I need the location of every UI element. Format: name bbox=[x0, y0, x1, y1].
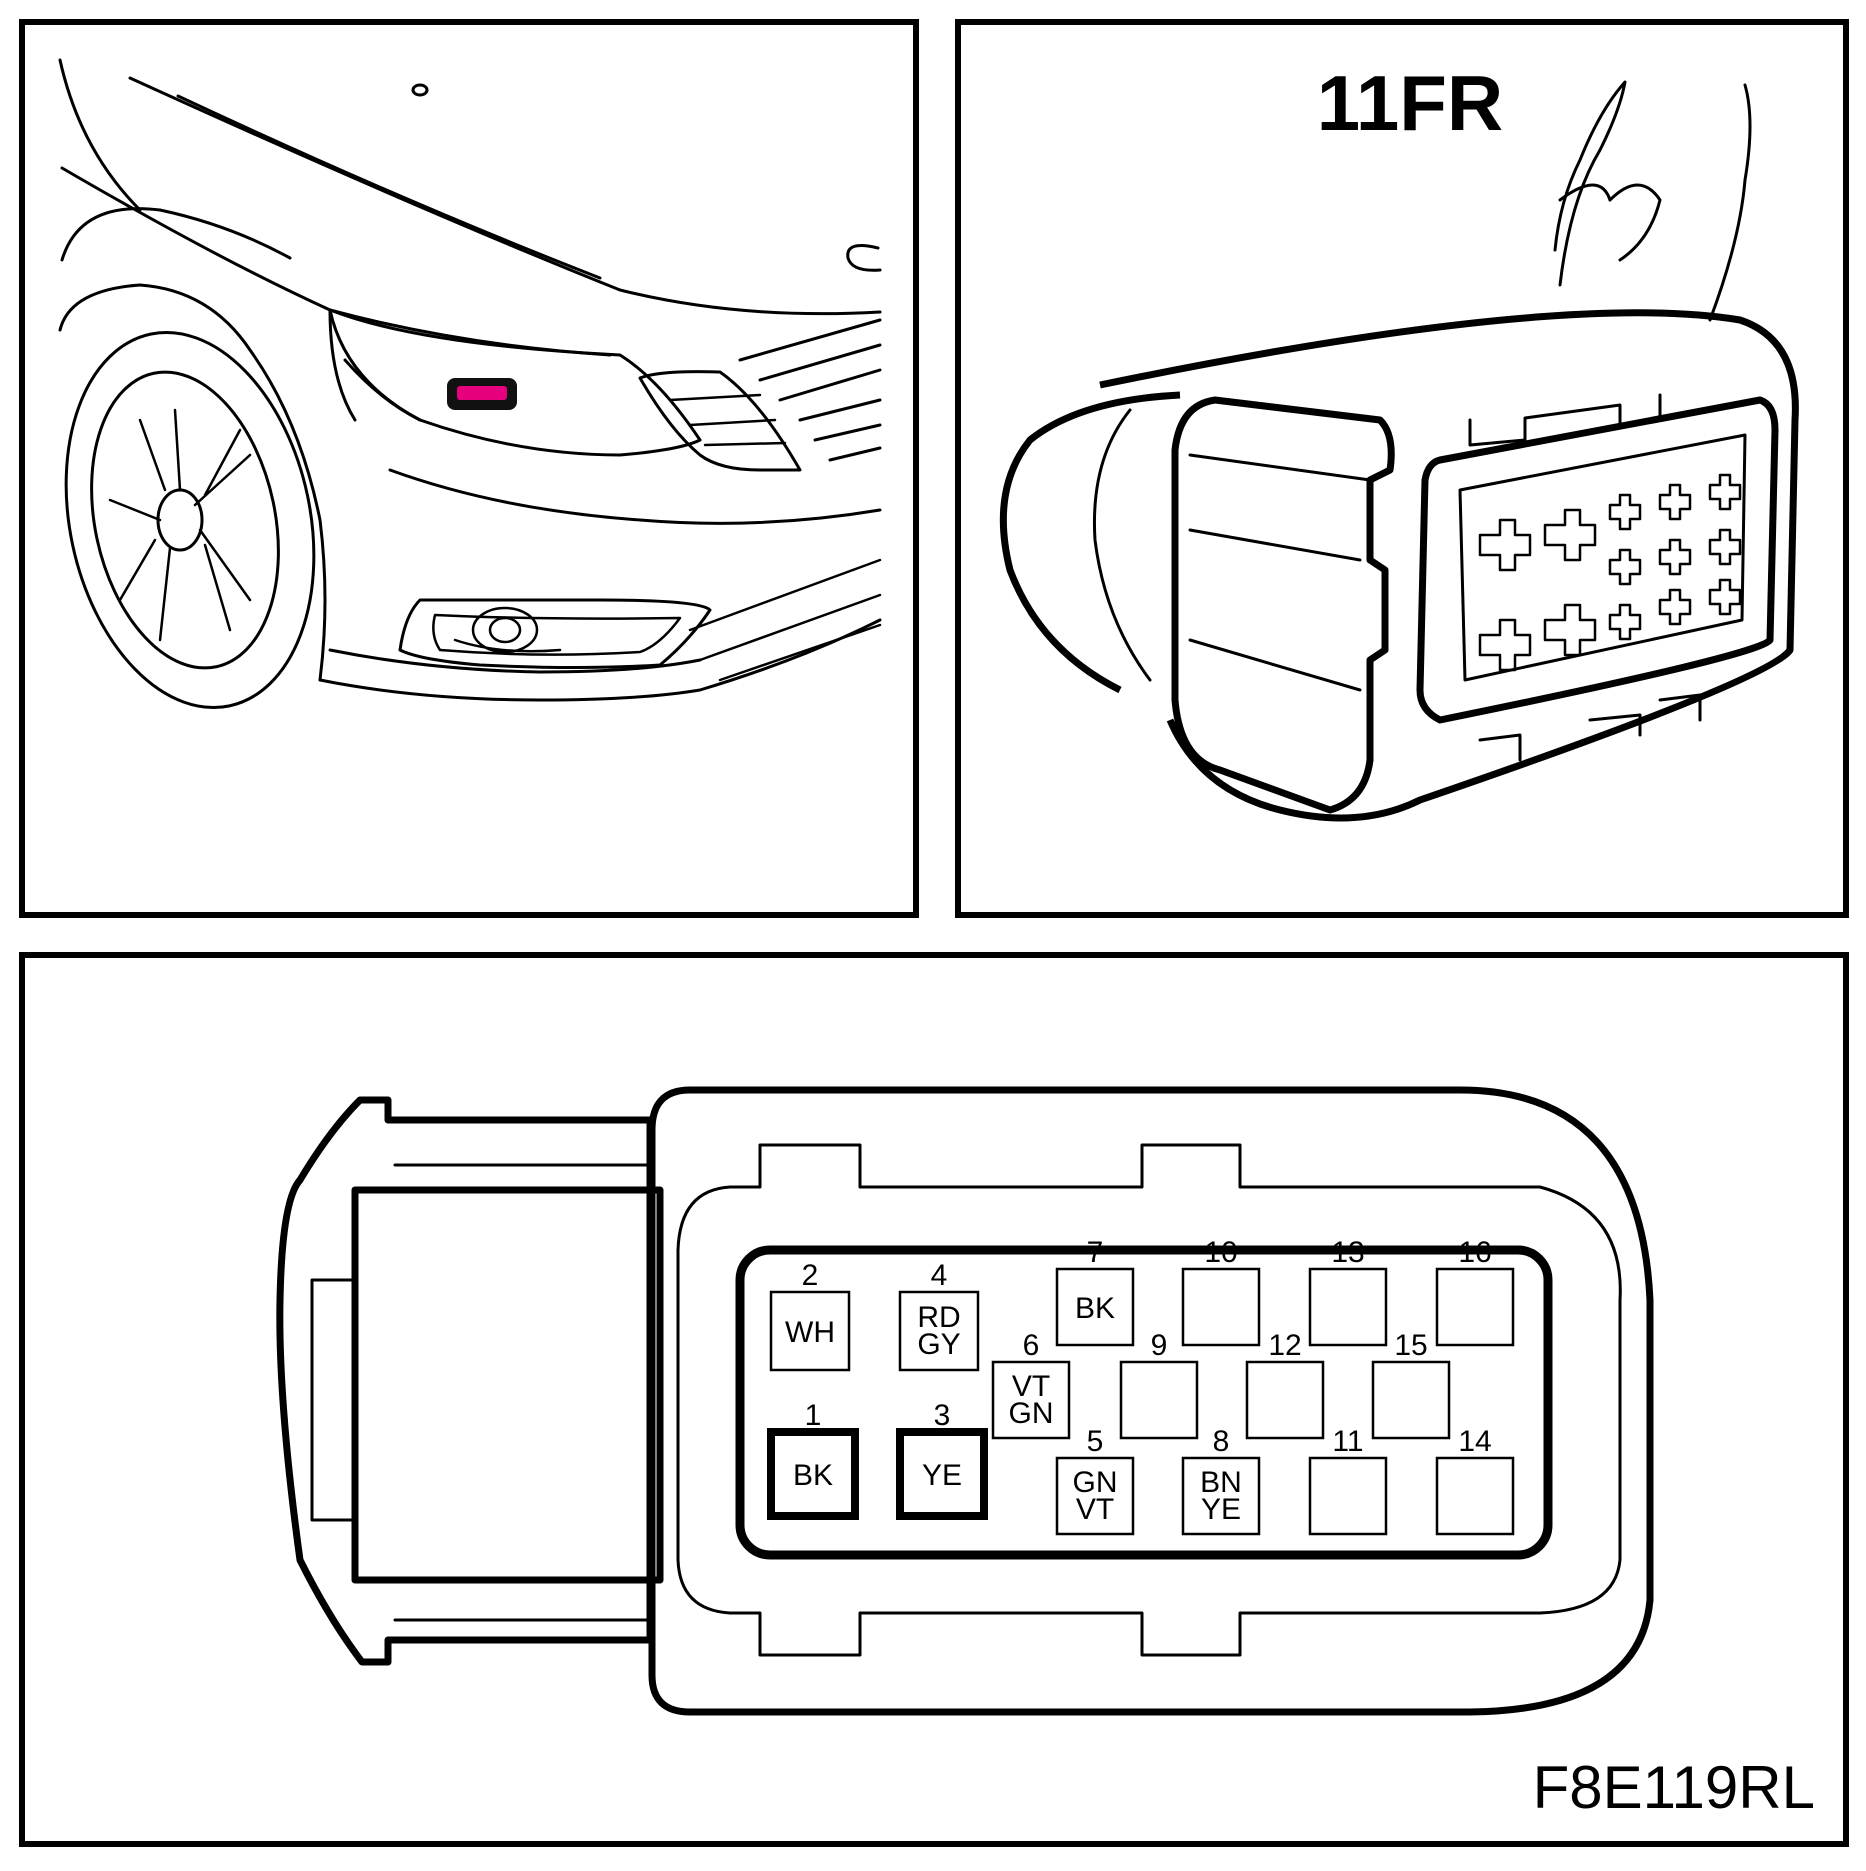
pin-7: 7BK bbox=[1055, 1236, 1135, 1347]
pin-cavity bbox=[1371, 1360, 1451, 1440]
cavity-cluster bbox=[1478, 473, 1742, 672]
pin-cavities: 1BK2WH3YE4RDGY5GNVT6VTGN7BK8BNYE91011121… bbox=[767, 1236, 1515, 1536]
pin-cavity bbox=[767, 1428, 859, 1520]
connector-collar bbox=[351, 1186, 664, 1584]
connector-rear-cap bbox=[276, 1096, 654, 1666]
pin-wire-color: RD bbox=[917, 1301, 960, 1334]
pin-10: 10 bbox=[1181, 1236, 1261, 1347]
pin-wire-color: YE bbox=[1201, 1493, 1241, 1526]
pin-number: 13 bbox=[1331, 1236, 1364, 1269]
pin-number: 2 bbox=[802, 1259, 819, 1292]
pin-number: 8 bbox=[1213, 1425, 1230, 1458]
pin-cavity bbox=[1055, 1456, 1135, 1536]
pin-wire-color: YE bbox=[922, 1459, 962, 1492]
pin-wire-color: VT bbox=[1012, 1370, 1050, 1403]
vehicle-illustration bbox=[58, 58, 882, 710]
pin-number: 12 bbox=[1268, 1329, 1301, 1362]
hand bbox=[1553, 80, 1627, 287]
pin-number: 9 bbox=[1151, 1329, 1168, 1362]
pin-cavity bbox=[1245, 1360, 1325, 1440]
pin-number: 1 bbox=[805, 1399, 822, 1432]
pin-cavity bbox=[898, 1290, 980, 1372]
connector-housing bbox=[648, 1086, 1654, 1716]
figure-code: F8E119RL bbox=[1533, 1754, 1815, 1821]
pin-12: 12 bbox=[1245, 1329, 1325, 1440]
pin-wire-color: WH bbox=[785, 1316, 835, 1349]
pin-wire-color: GY bbox=[917, 1328, 960, 1361]
pin-16: 16 bbox=[1435, 1236, 1515, 1347]
pin-wire-color: BK bbox=[793, 1459, 833, 1492]
panel-connector-view bbox=[955, 19, 1849, 918]
pin-number: 11 bbox=[1332, 1425, 1363, 1458]
pin-wire-color: BK bbox=[1075, 1292, 1115, 1325]
pin-number: 10 bbox=[1204, 1236, 1237, 1269]
pin-wire-color: VT bbox=[1076, 1493, 1114, 1526]
pin-wire-color: BN bbox=[1200, 1466, 1242, 1499]
pin-cavity bbox=[1308, 1267, 1388, 1347]
pin-9: 9 bbox=[1119, 1329, 1199, 1440]
connector-location-highlight bbox=[457, 386, 507, 400]
pin-1: 1BK bbox=[767, 1399, 859, 1520]
pin-number: 15 bbox=[1394, 1329, 1427, 1362]
pin-number: 7 bbox=[1087, 1236, 1104, 1269]
pin-wire-color: GN bbox=[1073, 1466, 1118, 1499]
connector-illustration: 11FR bbox=[999, 59, 1799, 822]
pin-2: 2WH bbox=[769, 1259, 851, 1372]
connector-label: 11FR bbox=[1317, 59, 1503, 147]
pin-cavity bbox=[1181, 1456, 1261, 1536]
pin-11: 11 bbox=[1308, 1425, 1388, 1536]
pin-number: 16 bbox=[1458, 1236, 1491, 1269]
pin-cavity bbox=[1181, 1267, 1261, 1347]
pin-cavity bbox=[1119, 1360, 1199, 1440]
pin-wire-color: GN bbox=[1009, 1397, 1054, 1430]
pin-cavity bbox=[1308, 1456, 1388, 1536]
pin-15: 15 bbox=[1371, 1329, 1451, 1440]
pin-cavity bbox=[1055, 1267, 1135, 1347]
pin-number: 5 bbox=[1087, 1425, 1104, 1458]
pin-cavity bbox=[896, 1428, 988, 1520]
pin-cavity bbox=[1435, 1456, 1515, 1536]
pin-cavity bbox=[769, 1290, 851, 1372]
pin-14: 14 bbox=[1435, 1425, 1515, 1536]
pin-3: 3YE bbox=[896, 1399, 988, 1520]
pin-number: 4 bbox=[931, 1259, 948, 1292]
pin-cavity bbox=[1435, 1267, 1515, 1347]
pin-number: 14 bbox=[1458, 1425, 1491, 1458]
pin-number: 3 bbox=[934, 1399, 951, 1432]
pin-13: 13 bbox=[1308, 1236, 1388, 1347]
pin-cavity bbox=[991, 1360, 1071, 1440]
pinout-diagram: 1BK2WH3YE4RDGY5GNVT6VTGN7BK8BNYE91011121… bbox=[276, 1086, 1654, 1716]
pin-number: 6 bbox=[1023, 1329, 1040, 1362]
